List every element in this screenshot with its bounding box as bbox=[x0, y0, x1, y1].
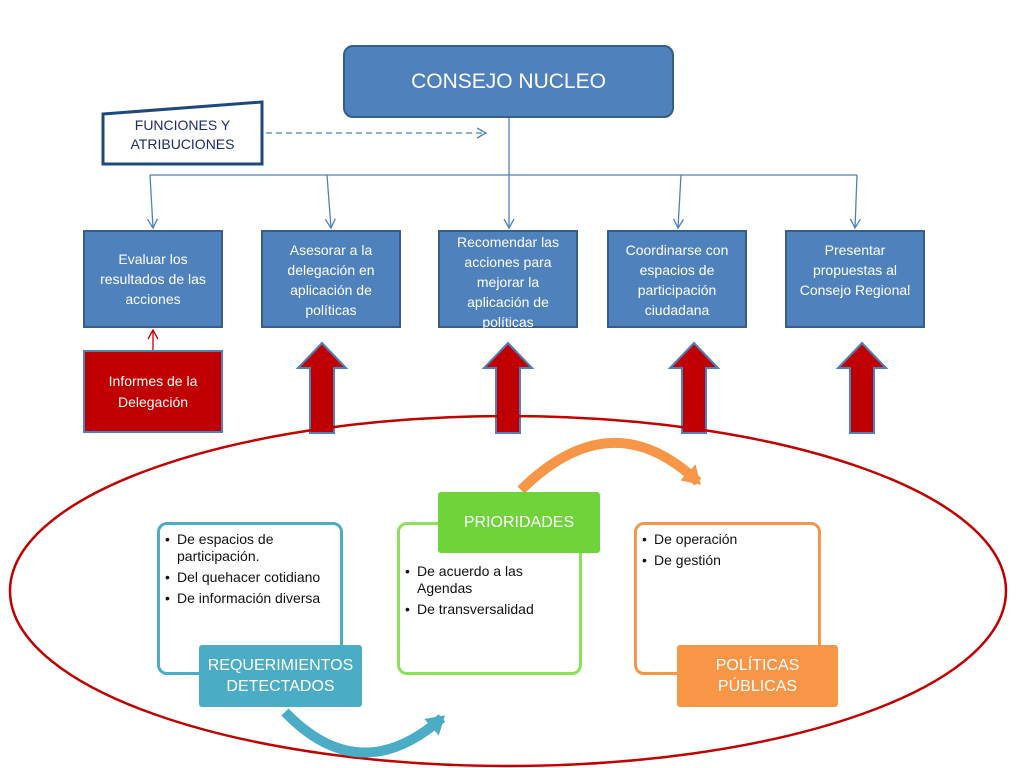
consejo-nucleo-title: CONSEJO NUCLEO bbox=[411, 69, 606, 93]
function-box-coordinarse: Coordinarse con espacios de participació… bbox=[607, 230, 747, 328]
function-box-presentar: Presentar propuestas al Consejo Regional bbox=[785, 230, 925, 328]
consejo-nucleo-box: CONSEJO NUCLEO bbox=[343, 45, 674, 118]
politicas-tag: POLÍTICAS PÚBLICAS bbox=[677, 645, 838, 707]
requerimientos-list: De espacios de participación. Del quehac… bbox=[162, 531, 334, 607]
informes-label: Informes de la Delegación bbox=[108, 372, 198, 410]
list-item: De espacios de participación. bbox=[162, 531, 334, 565]
function-box-recomendar: Recomendar las acciones para mejorar la … bbox=[438, 230, 578, 330]
bottom-ellipse bbox=[8, 414, 1008, 768]
up-arrows bbox=[295, 341, 889, 434]
list-item: De acuerdo a las Agendas bbox=[402, 563, 573, 597]
up-arrow-3 bbox=[667, 341, 721, 434]
politicas-title-1: POLÍTICAS bbox=[715, 657, 800, 674]
funciones-label: FUNCIONES Y ATRIBUCIONES bbox=[131, 116, 235, 154]
up-arrow-2 bbox=[481, 341, 535, 434]
function-label: Asesorar a la delegación en aplicación d… bbox=[287, 242, 375, 318]
up-arrow-4 bbox=[835, 341, 889, 434]
function-label: Presentar propuestas al Consejo Regional bbox=[799, 242, 911, 298]
funciones-line-2: ATRIBUCIONES bbox=[130, 136, 235, 152]
teal-curved-arrow bbox=[281, 708, 446, 758]
prioridades-title: PRIORIDADES bbox=[463, 514, 575, 531]
funciones-shape bbox=[101, 100, 264, 166]
list-item: De operación bbox=[639, 531, 812, 548]
function-label: Coordinarse con espacios de participació… bbox=[625, 242, 729, 318]
list-item: Del quehacer cotidiano bbox=[162, 569, 334, 586]
politicas-list: De operación De gestión bbox=[639, 531, 812, 569]
list-item: De información diversa bbox=[162, 590, 334, 607]
up-arrow-1 bbox=[295, 341, 349, 434]
function-label: Evaluar los resultados de las acciones bbox=[100, 251, 206, 307]
list-item: De gestión bbox=[639, 552, 812, 569]
politicas-title-2: PÚBLICAS bbox=[717, 678, 798, 695]
function-box-evaluar: Evaluar los resultados de las acciones bbox=[83, 230, 223, 328]
list-item: De transversalidad bbox=[402, 601, 573, 618]
requerimientos-title-1: REQUERIMIENTOS bbox=[207, 657, 354, 674]
funciones-atribuciones-box: FUNCIONES Y ATRIBUCIONES bbox=[101, 100, 264, 166]
informes-delegacion-box: Informes de la Delegación bbox=[83, 350, 223, 433]
function-box-asesorar: Asesorar a la delegación en aplicación d… bbox=[261, 230, 401, 328]
function-label: Recomendar las acciones para mejorar la … bbox=[457, 234, 559, 330]
orange-curved-arrow bbox=[517, 437, 702, 494]
tree-connectors bbox=[146, 118, 861, 230]
funciones-line-1: FUNCIONES Y bbox=[134, 117, 231, 133]
prioridades-tag: PRIORIDADES bbox=[438, 492, 600, 553]
requerimientos-tag: REQUERIMIENTOS DETECTADOS bbox=[199, 645, 362, 707]
prioridades-list: De acuerdo a las Agendas De transversali… bbox=[402, 563, 573, 618]
requerimientos-title-2: DETECTADOS bbox=[226, 678, 335, 695]
